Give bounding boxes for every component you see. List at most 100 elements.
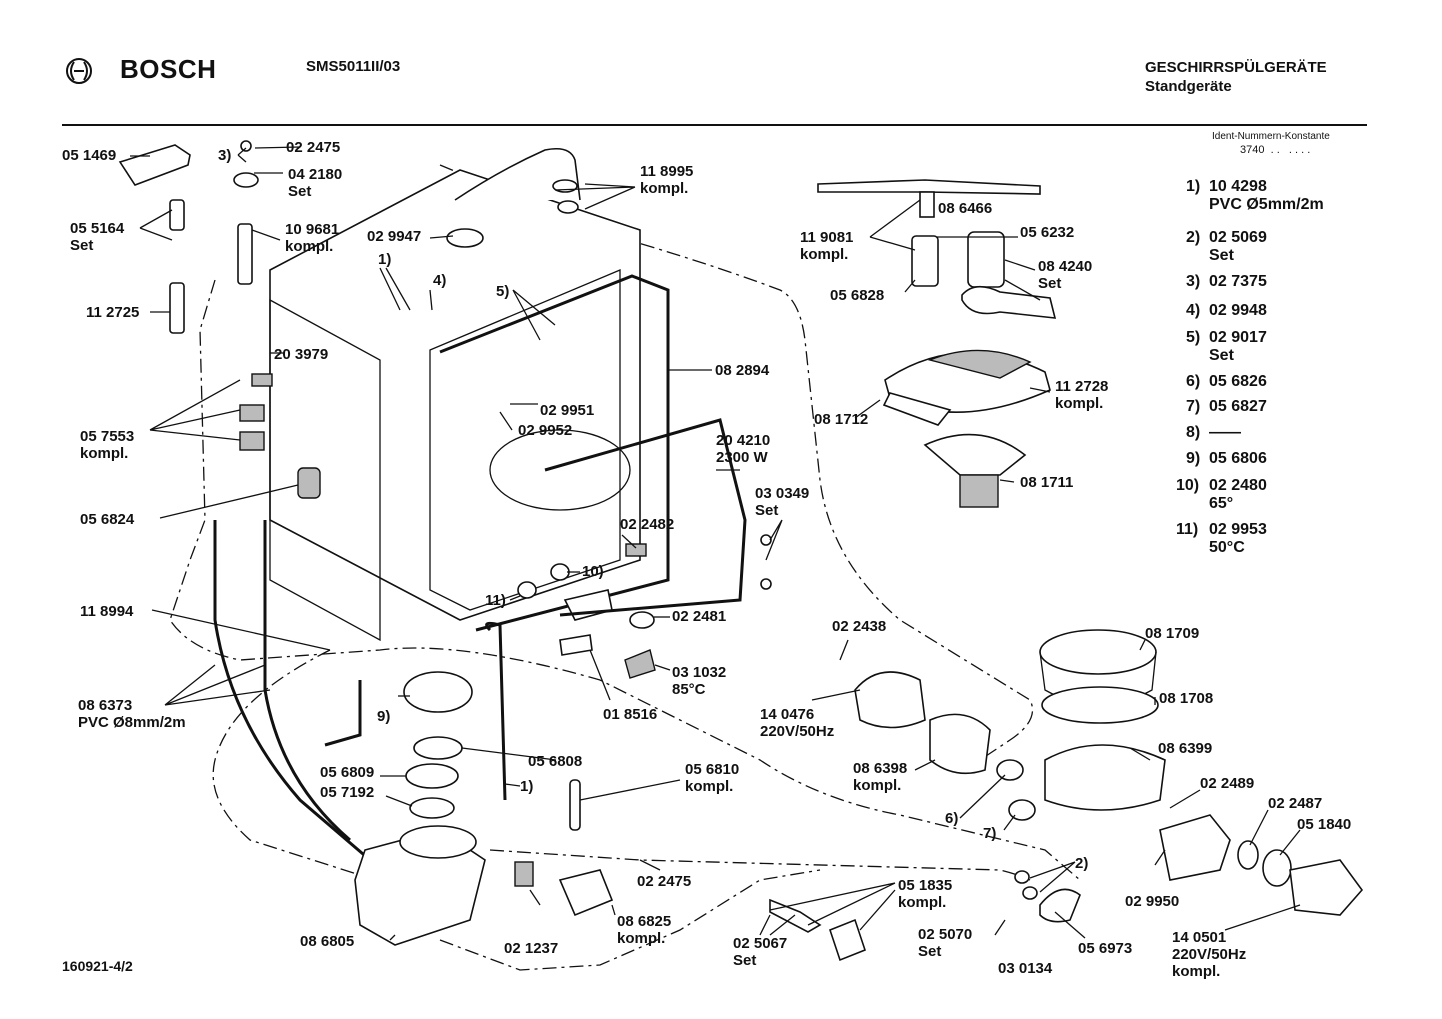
callout-02-9947: 02 9947: [367, 228, 422, 245]
footnote-key-11: 11): [1176, 521, 1199, 538]
tub-floor-ring: [489, 429, 631, 511]
part-01-8516: [559, 634, 593, 656]
callout-08-4240: 08 4240 Set: [1038, 258, 1093, 292]
part-08-6825: [558, 869, 614, 917]
bosch-armature-icon: [66, 58, 92, 84]
part-08-6398: [929, 713, 991, 775]
callout-02-2475-top: 02 2475: [286, 139, 341, 156]
callout-10: 10): [582, 563, 604, 580]
part-05-7553-a: [239, 404, 265, 422]
ident-heading: Ident-Nummern-Konstante: [1212, 131, 1330, 142]
callout-05-7192: 05 7192: [320, 784, 375, 801]
category-subtitle: Standgeräte: [1145, 78, 1232, 95]
part-08-1708: [1041, 686, 1159, 724]
callout-08-6373: 08 6373 PVC Ø8mm/2m: [78, 697, 186, 731]
part-05-1469: [118, 144, 191, 186]
callout-05-6808: 05 6808: [528, 753, 583, 770]
callout-08-6466: 08 6466: [938, 200, 993, 217]
footnote-text-4: 02 9948: [1209, 302, 1267, 319]
part-03-0349-nut: [760, 578, 772, 590]
footnote-text-11: 02 9953 50°C: [1209, 521, 1267, 556]
model-number: SMS5011II/03: [306, 58, 401, 75]
document-number: 160921-4/2: [62, 958, 133, 974]
footnote-text-2: 02 5069 Set: [1209, 229, 1267, 264]
part-02-2475-top: [240, 140, 252, 152]
callout-05-7553: 05 7553 kompl.: [80, 428, 135, 462]
callout-02-2489: 02 2489: [1200, 775, 1255, 792]
footnote-key-7: 7): [1186, 398, 1201, 415]
heater-20-4210: [544, 418, 747, 617]
callout-7: 7): [983, 825, 997, 842]
callout-02-5070: 02 5070 Set: [918, 926, 973, 960]
part-08-1709: [1039, 629, 1157, 675]
callout-08-6805: 08 6805: [300, 933, 355, 950]
part-11-2725: [169, 282, 185, 334]
callout-03-1032: 03 1032 85°C: [672, 664, 727, 698]
motor-14-0501: [1289, 859, 1364, 916]
part-02-9950: [1159, 814, 1231, 881]
callout-14-0501: 14 0501 220V/50Hz kompl.: [1172, 929, 1247, 980]
footnote-key-10: 10): [1176, 477, 1200, 494]
part-6: [996, 759, 1024, 781]
part-05-7553-c: [251, 373, 273, 387]
footnote-key-1: 1): [1186, 178, 1201, 195]
part-11-thermo: [517, 581, 537, 599]
callout-08-1712: 08 1712: [814, 411, 869, 428]
sump-neck: [399, 825, 477, 859]
callout-05-6809: 05 6809: [320, 764, 375, 781]
part-05-1840: [1262, 849, 1292, 887]
callout-05-6824: 05 6824: [80, 511, 135, 528]
callout-2: 2): [1075, 855, 1089, 872]
hose-11-8994: [324, 680, 362, 747]
footnote-key-6: 6): [1186, 373, 1201, 390]
footnote-text-7: 05 6827: [1209, 398, 1267, 415]
callout-5: 5): [496, 283, 510, 300]
footnote-text-9: 05 6806: [1209, 450, 1267, 467]
part-05-1835: [829, 918, 866, 962]
brand-name: BOSCH: [120, 54, 217, 84]
callout-11-9081: 11 9081 kompl.: [800, 229, 854, 263]
footnote-text-5: 02 9017 Set: [1209, 329, 1267, 364]
callout-05-6810: 05 6810 kompl.: [685, 761, 740, 795]
hose-path-right: [439, 164, 1034, 761]
callout-1-mid: 1): [520, 778, 534, 795]
callout-14-0476: 14 0476 220V/50Hz: [760, 706, 835, 740]
callout-08-1708: 08 1708: [1159, 690, 1214, 707]
outline-hose-bottom: [489, 849, 1031, 881]
callout-08-6825: 08 6825 kompl.: [617, 913, 672, 947]
footnote-text-8: ——: [1209, 424, 1241, 441]
hose-08-6373-b: [263, 520, 351, 842]
callout-08-6398: 08 6398 kompl.: [853, 760, 908, 794]
callout-02-2475-bottom: 02 2475: [637, 873, 692, 890]
part-05-6828: [911, 235, 939, 287]
ident-value: 3740 . . . . . .: [1240, 144, 1311, 156]
part-08-6399: [1044, 744, 1166, 811]
tub-side-panel: [269, 298, 381, 642]
part-05-6973: [1039, 888, 1081, 923]
header-rule: [62, 124, 1367, 126]
callout-05-6232: 05 6232: [1020, 224, 1075, 241]
callout-02-2482: 02 2482: [620, 516, 675, 533]
callout-02-9952: 02 9952: [518, 422, 573, 439]
part-08-1712: [882, 392, 952, 426]
part-05-7553-b: [239, 431, 265, 451]
upper-ring-2: [557, 200, 579, 214]
part-2-ring-b: [1022, 886, 1038, 900]
callout-10-9681: 10 9681 kompl.: [285, 221, 340, 255]
part-08-6805: [354, 829, 486, 946]
callout-05-5164: 05 5164 Set: [70, 220, 125, 254]
footnote-key-8: 8): [1186, 424, 1201, 441]
part-08-6466: [919, 191, 935, 218]
hose-08-6373-a: [213, 520, 371, 862]
spray-arm-11-9081: [817, 179, 1041, 195]
part-08-1711: [923, 433, 1027, 476]
part-08-4240: [961, 285, 1057, 319]
drain-hose-1: [485, 621, 507, 801]
callout-04-2180: 04 2180 Set: [288, 166, 343, 200]
part-9-cap: [403, 671, 473, 713]
callout-11-2728: 11 2728 kompl.: [1055, 378, 1109, 412]
footnote-key-2: 2): [1186, 229, 1201, 246]
footnote-text-3: 02 7375: [1209, 273, 1267, 290]
part-05-7192: [409, 797, 455, 819]
